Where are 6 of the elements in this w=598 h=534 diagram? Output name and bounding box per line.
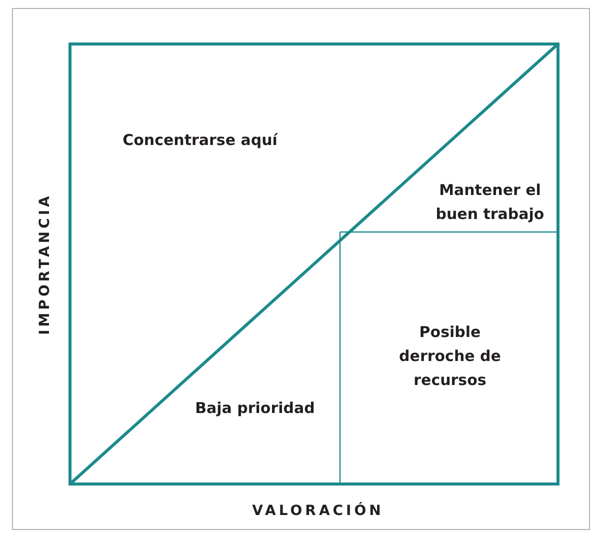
- quadrant-label: Posible derroche de recursos: [398, 322, 502, 391]
- axis-label: VALORACIÓN: [252, 503, 384, 519]
- quadrant-label: Mantener el buen trabajo: [434, 180, 546, 225]
- quadrant-label: Baja prioridad: [194, 398, 316, 419]
- axis-label: IMPORTANCIA: [37, 193, 53, 335]
- quadrant-label: Concentrarse aquí: [122, 130, 279, 151]
